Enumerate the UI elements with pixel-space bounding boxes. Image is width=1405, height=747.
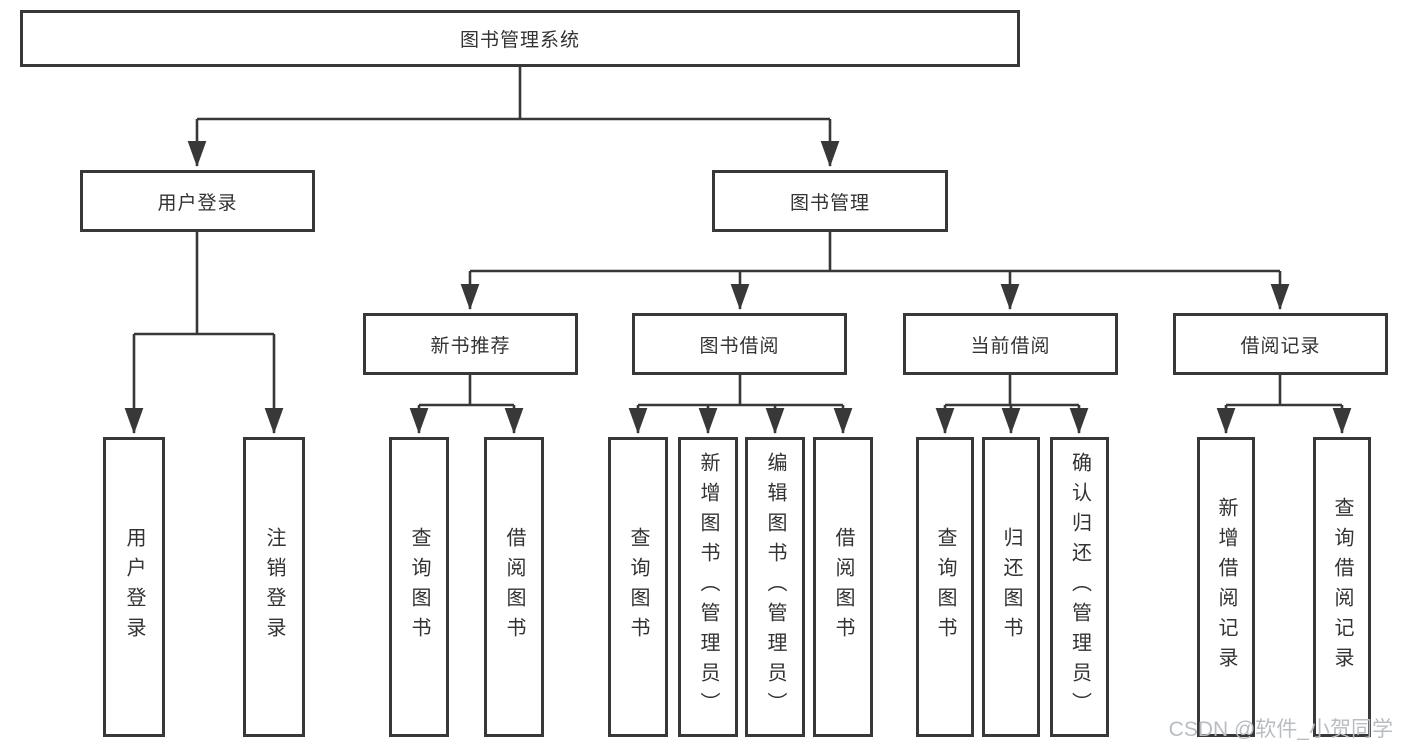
node-leaf-query-book-borrow-label: 查询图书 xyxy=(627,527,649,647)
node-leaf-edit-book-admin-label: 编辑图书（管理员） xyxy=(764,452,786,722)
node-leaf-add-borrow-record-label: 新增借阅记录 xyxy=(1215,497,1237,677)
node-leaf-add-borrow-record: 新增借阅记录 xyxy=(1197,437,1255,737)
node-root: 图书管理系统 xyxy=(20,10,1020,67)
node-leaf-logout: 注销登录 xyxy=(243,437,305,737)
node-leaf-add-book-admin: 新增图书（管理员） xyxy=(678,437,738,737)
node-current-borrow: 当前借阅 xyxy=(903,313,1118,375)
node-leaf-add-book-admin-label: 新增图书（管理员） xyxy=(697,452,719,722)
node-borrow-records-label: 借阅记录 xyxy=(1240,335,1321,357)
node-book-management: 图书管理 xyxy=(712,170,948,232)
node-leaf-return-book-label: 归还图书 xyxy=(1000,527,1022,647)
node-leaf-query-borrow-record-label: 查询借阅记录 xyxy=(1331,497,1353,677)
node-leaf-edit-book-admin: 编辑图书（管理员） xyxy=(745,437,805,737)
node-leaf-confirm-return-admin: 确认归还（管理员） xyxy=(1050,437,1109,737)
node-leaf-borrow-book-recommend: 借阅图书 xyxy=(484,437,544,737)
node-leaf-logout-label: 注销登录 xyxy=(263,527,285,647)
node-leaf-query-book-recommend-label: 查询图书 xyxy=(408,527,430,647)
node-leaf-user-login-label: 用户登录 xyxy=(123,527,145,647)
node-user-login-label: 用户登录 xyxy=(157,192,238,214)
node-leaf-borrow-book-borrow: 借阅图书 xyxy=(813,437,873,737)
node-user-login: 用户登录 xyxy=(80,170,315,232)
node-current-borrow-label: 当前借阅 xyxy=(970,335,1051,357)
node-book-management-label: 图书管理 xyxy=(789,192,870,214)
node-leaf-user-login: 用户登录 xyxy=(103,437,165,737)
node-leaf-return-book: 归还图书 xyxy=(982,437,1040,737)
node-root-label: 图书管理系统 xyxy=(459,30,580,51)
node-leaf-borrow-book-borrow-label: 借阅图书 xyxy=(832,527,854,647)
node-leaf-query-borrow-record: 查询借阅记录 xyxy=(1313,437,1371,737)
csdn-watermark: CSDN @软件_小贺同学 xyxy=(1168,718,1393,741)
node-leaf-confirm-return-admin-label: 确认归还（管理员） xyxy=(1068,452,1091,722)
node-book-borrow: 图书借阅 xyxy=(632,313,847,375)
node-leaf-query-book-borrow: 查询图书 xyxy=(608,437,668,737)
node-leaf-query-book-current: 查询图书 xyxy=(916,437,974,737)
node-book-borrow-label: 图书借阅 xyxy=(699,335,780,357)
node-leaf-borrow-book-recommend-label: 借阅图书 xyxy=(503,527,525,647)
node-new-book-recommend-label: 新书推荐 xyxy=(430,335,511,357)
node-leaf-query-book-current-label: 查询图书 xyxy=(934,527,956,647)
node-borrow-records: 借阅记录 xyxy=(1173,313,1388,375)
node-leaf-query-book-recommend: 查询图书 xyxy=(389,437,449,737)
node-new-book-recommend: 新书推荐 xyxy=(363,313,578,375)
